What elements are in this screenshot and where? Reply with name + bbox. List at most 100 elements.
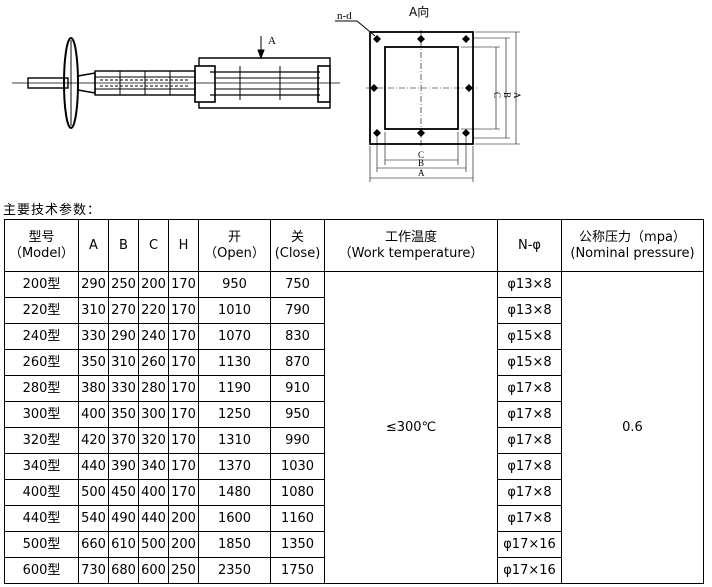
cell-c: 300: [138, 401, 169, 428]
cell-model: 300型: [4, 401, 79, 428]
cell-nphi: φ17×8: [497, 505, 562, 532]
cell-model: 440型: [4, 505, 79, 532]
cell-open: 1850: [198, 531, 271, 558]
header-nphi: N-φ: [497, 219, 562, 272]
cell-b: 680: [108, 557, 139, 584]
cell-open: 1600: [198, 505, 271, 532]
dim-c-right: C: [492, 92, 502, 98]
cell-close: 1750: [270, 557, 325, 584]
header-temp-en: （Work temperature）: [338, 245, 484, 261]
header-open: 开 （Open）: [198, 219, 271, 272]
cell-model: 260型: [4, 349, 79, 376]
cell-c: 280: [138, 375, 169, 402]
table-body: 200型 290 250 200 170 950 750 ≤300℃ φ13×8…: [4, 271, 704, 584]
header-h: H: [168, 219, 199, 272]
cell-a: 350: [78, 349, 109, 376]
dim-a-bottom: A: [418, 168, 425, 178]
cell-nphi: φ13×8: [497, 271, 562, 298]
cell-a: 730: [78, 557, 109, 584]
cell-nphi: φ17×8: [497, 427, 562, 454]
view-a-label: A向: [409, 4, 429, 19]
header-temperature: 工作温度 （Work temperature）: [324, 219, 498, 272]
cell-h: 170: [168, 323, 199, 350]
cell-model: 500型: [4, 531, 79, 558]
cell-b: 370: [108, 427, 139, 454]
arrow-a-label: A: [268, 35, 276, 47]
cell-nphi: φ15×8: [497, 323, 562, 350]
cell-open: 1250: [198, 401, 271, 428]
cell-h: 170: [168, 271, 199, 298]
cell-close: 750: [270, 271, 325, 298]
table-row: 340型 440 390 340 170 1370 1030 φ17×8: [4, 453, 704, 480]
cell-a: 500: [78, 479, 109, 506]
cell-open: 1190: [198, 375, 271, 402]
cell-a: 660: [78, 531, 109, 558]
cell-a: 330: [78, 323, 109, 350]
cell-work-temperature: ≤300℃: [324, 271, 498, 584]
cell-h: 200: [168, 505, 199, 532]
header-open-en: （Open）: [204, 245, 265, 261]
cell-c: 220: [138, 297, 169, 324]
cell-close: 1350: [270, 531, 325, 558]
table-header-row: 型号 （Model） A B C H 开 （Open） 关 (Close) 工作…: [4, 219, 704, 272]
cell-b: 350: [108, 401, 139, 428]
cell-nphi: φ17×8: [497, 401, 562, 428]
table-row: 600型 730 680 600 250 2350 1750 φ17×16: [4, 557, 704, 584]
cell-b: 330: [108, 375, 139, 402]
header-b: B: [108, 219, 139, 272]
cell-model: 200型: [4, 271, 79, 298]
table-row: 440型 540 490 440 200 1600 1160 φ17×8: [4, 505, 704, 532]
cell-close: 910: [270, 375, 325, 402]
spec-table: 型号 （Model） A B C H 开 （Open） 关 (Close) 工作…: [4, 219, 704, 584]
cell-model: 400型: [4, 479, 79, 506]
cell-b: 250: [108, 271, 139, 298]
cell-h: 170: [168, 427, 199, 454]
cell-a: 420: [78, 427, 109, 454]
cell-nominal-pressure: 0.6: [561, 271, 704, 584]
table-row: 320型 420 370 320 170 1310 990 φ17×8: [4, 427, 704, 454]
dim-a-right: A: [512, 92, 522, 99]
cell-h: 170: [168, 349, 199, 376]
cell-h: 170: [168, 401, 199, 428]
cell-nphi: φ17×8: [497, 375, 562, 402]
header-pressure-cn: 公称压力（mpa）: [579, 229, 686, 245]
cell-b: 450: [108, 479, 139, 506]
cell-open: 1010: [198, 297, 271, 324]
cell-open: 1310: [198, 427, 271, 454]
cell-c: 400: [138, 479, 169, 506]
header-model: 型号 （Model）: [4, 219, 79, 272]
cell-b: 610: [108, 531, 139, 558]
cell-model: 240型: [4, 323, 79, 350]
cell-c: 440: [138, 505, 169, 532]
dim-b-bottom: B: [418, 158, 424, 168]
cell-h: 170: [168, 375, 199, 402]
header-close-en: (Close): [274, 245, 321, 261]
cell-b: 310: [108, 349, 139, 376]
header-a: A: [78, 219, 109, 272]
cell-a: 440: [78, 453, 109, 480]
header-pressure: 公称压力（mpa） (Nominal pressure): [561, 219, 704, 272]
cell-nphi: φ17×8: [497, 479, 562, 506]
cell-a: 310: [78, 297, 109, 324]
cell-a: 540: [78, 505, 109, 532]
cell-model: 340型: [4, 453, 79, 480]
side-view-valve: [12, 36, 340, 129]
cell-c: 260: [138, 349, 169, 376]
cell-c: 200: [138, 271, 169, 298]
cell-close: 830: [270, 323, 325, 350]
cell-open: 950: [198, 271, 271, 298]
table-row: 260型 350 310 260 170 1130 870 φ15×8: [4, 349, 704, 376]
cell-open: 1070: [198, 323, 271, 350]
technical-drawing: A A向 n-d C B A C B A: [12, 4, 522, 182]
header-close: 关 (Close): [270, 219, 325, 272]
cell-h: 200: [168, 531, 199, 558]
header-model-en: （Model）: [8, 245, 75, 261]
table-row: 200型 290 250 200 170 950 750 ≤300℃ φ13×8…: [4, 271, 704, 584]
cell-c: 240: [138, 323, 169, 350]
cell-c: 340: [138, 453, 169, 480]
cell-model: 280型: [4, 375, 79, 402]
cell-b: 490: [108, 505, 139, 532]
cell-a: 380: [78, 375, 109, 402]
cell-close: 1080: [270, 479, 325, 506]
cell-nphi: φ13×8: [497, 297, 562, 324]
